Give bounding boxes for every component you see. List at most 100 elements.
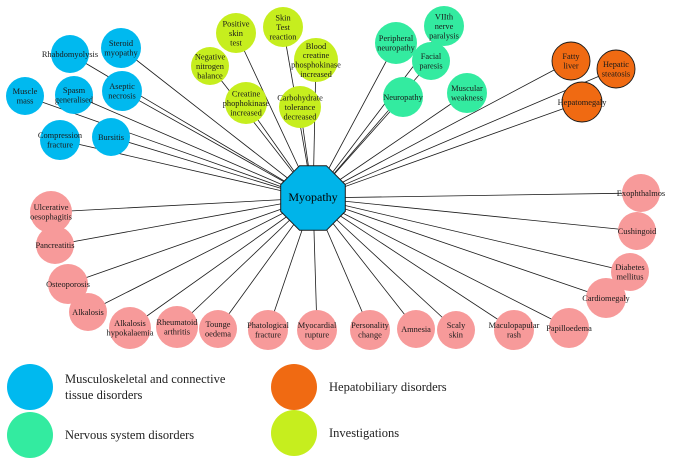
node-label-muscle-mass: Muscle bbox=[13, 87, 38, 96]
node-label-viith-nerve-paralysis: nerve bbox=[435, 22, 454, 31]
node-circle-blood-creatine-phosphokinase-increased bbox=[294, 38, 338, 82]
node-label-spasm-generalised: generalised bbox=[55, 96, 94, 105]
node-circle-spasm-generalised bbox=[55, 76, 93, 114]
node-label-rheumatoid-arthritis: Rheumatoid bbox=[157, 318, 199, 327]
node-circle-papilloedema bbox=[549, 308, 589, 348]
edge-alkalosis bbox=[87, 197, 314, 313]
node-label-fatty-liver: Fatty bbox=[562, 52, 580, 61]
node-label-rhabdomyolysis: Rhabdomyolysis bbox=[42, 50, 98, 59]
node-circle-scaly-skin bbox=[437, 311, 475, 349]
node-label-rheumatoid-arthritis: arthritis bbox=[164, 328, 190, 337]
node-label-phatological-fracture: Phatological bbox=[247, 321, 290, 330]
node-bursitis: Bursitis bbox=[92, 118, 130, 156]
node-label-blood-creatine-phosphokinase-increased: Blood bbox=[306, 42, 327, 51]
node-label-skin-test-reaction: reaction bbox=[270, 32, 298, 41]
node-circle-pancreatitis bbox=[36, 226, 74, 264]
node-label-creatine-phophokinase-increased: phophokinase bbox=[223, 99, 270, 108]
node-circle-hepatomegaly bbox=[561, 81, 603, 123]
node-label-muscular-weakness: Muscular bbox=[451, 84, 483, 93]
node-circle-alkalosis bbox=[69, 293, 107, 331]
node-circle-cushingoid bbox=[618, 212, 656, 250]
node-label-facial-paresis: Facial bbox=[421, 52, 442, 61]
edge-exophthalmos bbox=[312, 192, 642, 199]
edge-fatty-liver bbox=[312, 60, 572, 199]
center-node: Myopathy bbox=[280, 165, 346, 231]
node-label-muscle-mass: mass bbox=[17, 97, 34, 106]
node-label-skin-test-reaction: Skin bbox=[275, 14, 291, 23]
node-rhabdomyolysis: Rhabdomyolysis bbox=[42, 35, 98, 73]
edge-aseptic-necrosis bbox=[121, 90, 314, 199]
node-label-scaly-skin: skin bbox=[449, 331, 464, 340]
node-circle-phatological-fracture bbox=[248, 310, 288, 350]
node-label-positive-skin-test: test bbox=[230, 38, 242, 47]
node-label-maculopapular-rash: Maculopapular bbox=[489, 321, 540, 330]
node-label-aseptic-necrosis: Aseptic bbox=[109, 82, 135, 91]
node-circle-muscular-weakness bbox=[447, 73, 487, 113]
node-circle-facial-paresis bbox=[412, 42, 450, 80]
edge-papilloedema bbox=[312, 197, 570, 329]
node-label-pancreatitis: Pancreatitis bbox=[35, 241, 74, 250]
node-amnesia: Amnesia bbox=[397, 310, 435, 348]
node-circle-ulcerative-oesophagitis bbox=[30, 191, 72, 233]
node-label-positive-skin-test: skin bbox=[229, 29, 244, 38]
node-circle-rhabdomyolysis bbox=[51, 35, 89, 73]
legend-swatch-hepatobiliary bbox=[271, 364, 317, 410]
node-circle-peripheral-neuropathy bbox=[375, 22, 417, 64]
legend-swatch-nervous bbox=[7, 412, 53, 458]
node-label-compression-fracture: Compression bbox=[38, 131, 83, 140]
node-circle-osteoporosis bbox=[48, 264, 88, 304]
node-label-creatine-phophokinase-increased: increased bbox=[230, 108, 262, 117]
node-label-skin-test-reaction: Test bbox=[276, 23, 291, 32]
node-label-peripheral-neuropathy: neuropathy bbox=[377, 44, 415, 53]
node-label-tounge-oedema: oedema bbox=[205, 330, 231, 339]
node-circle-tounge-oedema bbox=[199, 310, 237, 348]
node-label-papilloedema: Papilloedema bbox=[546, 324, 592, 333]
node-label-blood-creatine-phosphokinase-increased: increased bbox=[300, 70, 332, 79]
node-circle-exophthalmos bbox=[622, 174, 660, 212]
node-label-compression-fracture: fracture bbox=[47, 141, 73, 150]
node-circle-viith-nerve-paralysis bbox=[424, 6, 464, 46]
legend-swatch-musculoskeletal bbox=[7, 364, 53, 410]
node-label-negative-nitrogen-balance: Negative bbox=[195, 53, 226, 62]
node-circle-aseptic-necrosis bbox=[102, 71, 142, 111]
node-label-exophthalmos: Exophthalmos bbox=[617, 189, 665, 198]
legend-item-musculoskeletal: Musculoskeletal and connective tissue di… bbox=[7, 364, 225, 410]
node-alkalosis: Alkalosis bbox=[69, 293, 107, 331]
node-label-neuropathy: Neuropathy bbox=[383, 93, 423, 102]
node-circle-steroid-myopathy bbox=[101, 28, 141, 68]
node-circle-carbohydrate-tolerance-decreased bbox=[279, 86, 321, 128]
node-label-negative-nitrogen-balance: balance bbox=[197, 71, 223, 80]
node-label-creatine-phophokinase-increased: Creatine bbox=[232, 90, 261, 99]
node-label-aseptic-necrosis: necrosis bbox=[108, 92, 135, 101]
node-circle-cardiomegaly bbox=[586, 278, 626, 318]
edge-pancreatitis bbox=[54, 197, 314, 246]
node-circle-compression-fracture bbox=[40, 120, 80, 160]
node-circle-hepatic-steatosis bbox=[596, 49, 636, 89]
node-osteoporosis: Osteoporosis bbox=[46, 264, 90, 304]
node-label-diabetes-mellitus: Diabetes bbox=[615, 263, 644, 272]
node-cardiomegaly: Cardiomegaly bbox=[582, 278, 631, 318]
node-circle-positive-skin-test bbox=[216, 13, 256, 53]
edge-osteoporosis bbox=[67, 197, 314, 285]
node-papilloedema: Papilloedema bbox=[546, 308, 592, 348]
node-label-osteoporosis: Osteoporosis bbox=[46, 280, 90, 289]
node-label-hepatic-steatosis: Hepatic bbox=[603, 60, 629, 69]
node-label-spasm-generalised: Spasm bbox=[63, 86, 86, 95]
node-label-personality-change: change bbox=[358, 331, 382, 340]
node-pancreatitis: Pancreatitis bbox=[35, 226, 75, 264]
node-label-fatty-liver: liver bbox=[563, 62, 579, 71]
